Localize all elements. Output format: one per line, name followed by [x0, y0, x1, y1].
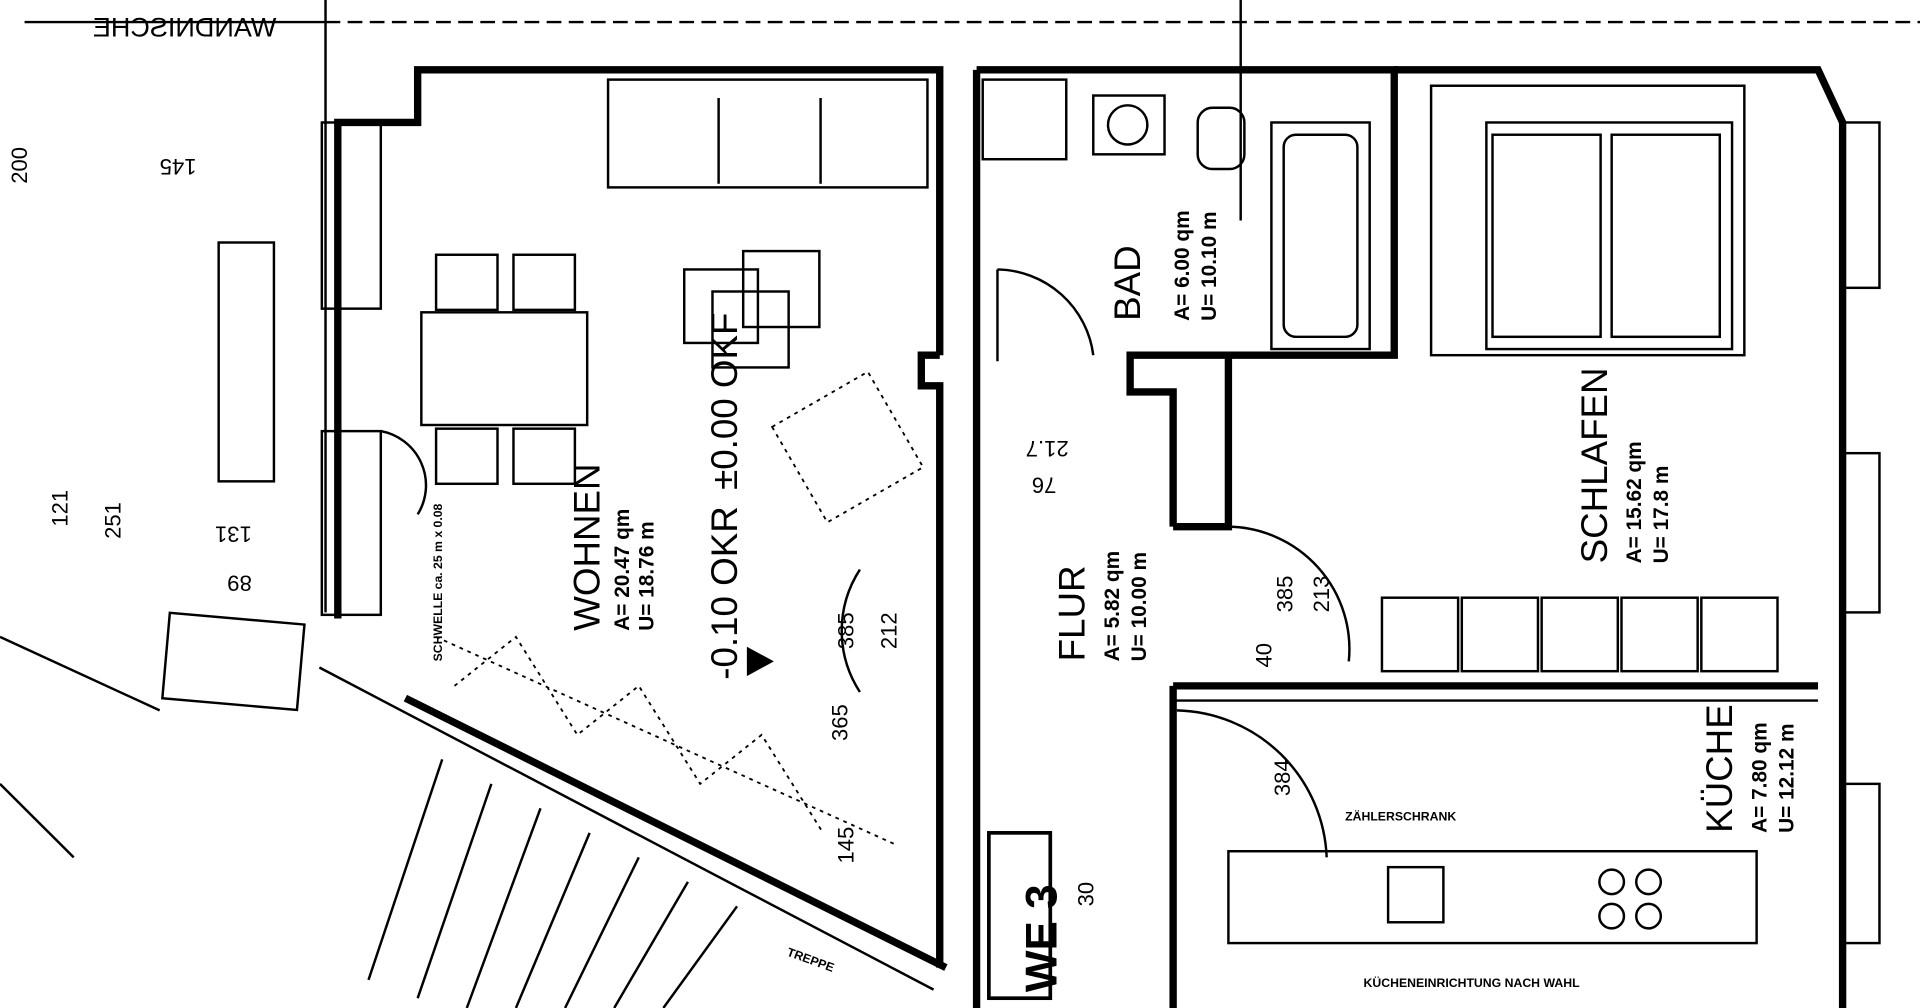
dimension: 89 — [227, 571, 252, 596]
room-perimeter-schlafen: U= 17.8 m — [1650, 466, 1673, 564]
wall-wohnen — [334, 66, 944, 619]
wall-flur — [1173, 355, 1233, 531]
washer — [981, 78, 1068, 161]
door-swing-bad — [997, 268, 1095, 356]
wardrobe — [1380, 596, 1779, 673]
staircase — [367, 758, 739, 1008]
room-perimeter-flur: U= 10.00 m — [1128, 552, 1151, 661]
room-name-schlafen: SCHLAFEN — [1574, 367, 1615, 563]
dimension: 251 — [100, 502, 125, 539]
room-area-flur: A= 5.82 qm — [1101, 551, 1124, 661]
dimension: 213 — [1309, 576, 1334, 613]
window-schlafen — [1841, 121, 1881, 290]
unit-label-box — [987, 831, 1053, 1001]
rug — [770, 370, 925, 524]
unit-label: WE 3 — [1017, 884, 1066, 992]
room-area-schlafen: A= 15.62 qm — [1623, 441, 1646, 563]
wall-diagonal-outer — [318, 666, 935, 991]
dimension: 40 — [1251, 643, 1276, 668]
dimension: 131 — [215, 522, 252, 547]
room-area-kueche: A= 7.80 qm — [1748, 722, 1771, 832]
dimension: 200 — [7, 147, 32, 184]
dimension: 365 — [828, 704, 853, 741]
wall-schlafen — [1394, 66, 1847, 1008]
room-area-bad: A= 6.00 qm — [1171, 210, 1194, 320]
label-box — [217, 241, 276, 483]
dimension: 145 — [834, 827, 859, 864]
note-schwelle: SCHWELLE ca. 25 m x 0.08 — [431, 503, 445, 661]
toilet — [1196, 106, 1246, 171]
door-swing-schlafen — [1228, 525, 1351, 662]
dimension: 145 — [160, 154, 197, 179]
door-swing-kueche — [1176, 709, 1328, 858]
kitchen-counter — [1227, 850, 1758, 945]
dimension: 385 — [1272, 576, 1297, 613]
bathtub — [1270, 121, 1371, 351]
room-perimeter-kueche: U= 12.12 m — [1775, 724, 1798, 833]
note-kueche: KÜCHENEINRICHTUNG NACH WAHL — [1364, 975, 1581, 990]
dimension: 212 — [877, 612, 902, 649]
window — [320, 121, 383, 310]
room-perimeter-wohnen: U= 18.76 m — [635, 521, 658, 630]
kitchen-sink — [1386, 865, 1445, 924]
double-bed — [1485, 121, 1734, 351]
door-swing — [380, 429, 428, 516]
room-name-flur: FLUR — [1052, 565, 1093, 661]
level-okr: -0.10 OKR — [704, 506, 745, 680]
window-kueche — [1841, 782, 1881, 945]
wall-wohnen-flur — [917, 351, 944, 968]
window-schlafen-2 — [1841, 451, 1881, 614]
dimension: 385 — [834, 612, 859, 649]
level-arrow — [746, 646, 774, 677]
note-treppe: TREPPE — [785, 945, 836, 975]
balcony-door — [320, 429, 383, 617]
dimension: 21.7 — [1026, 436, 1069, 461]
room-perimeter-bad: U= 10.10 m — [1198, 212, 1221, 321]
dimension: 76 — [1032, 473, 1057, 498]
room-name-bad: BAD — [1107, 245, 1148, 321]
room-area-wohnen: A= 20.47 qm — [611, 509, 634, 631]
dining-table — [420, 311, 589, 427]
door-swing-wohnen — [840, 568, 861, 693]
sink — [1092, 94, 1166, 156]
dimension: 121 — [48, 490, 73, 527]
level-okf: ±0.00 OKF — [704, 313, 745, 490]
note-wandnische: WANDNISCHE — [93, 13, 277, 43]
note-zaehler: ZÄHLERSCHRANK — [1345, 809, 1456, 824]
cross-hatch — [435, 635, 898, 846]
sofa — [606, 78, 929, 189]
room-name-kueche: KÜCHE — [1699, 704, 1740, 833]
room-name-wohnen: WOHNEN — [566, 463, 607, 630]
wall-diagonal — [403, 694, 948, 971]
dimension: 384 — [1270, 759, 1295, 796]
stair-outer — [0, 635, 161, 859]
dimension: 30 — [1073, 882, 1098, 907]
cooktop — [1598, 868, 1663, 930]
